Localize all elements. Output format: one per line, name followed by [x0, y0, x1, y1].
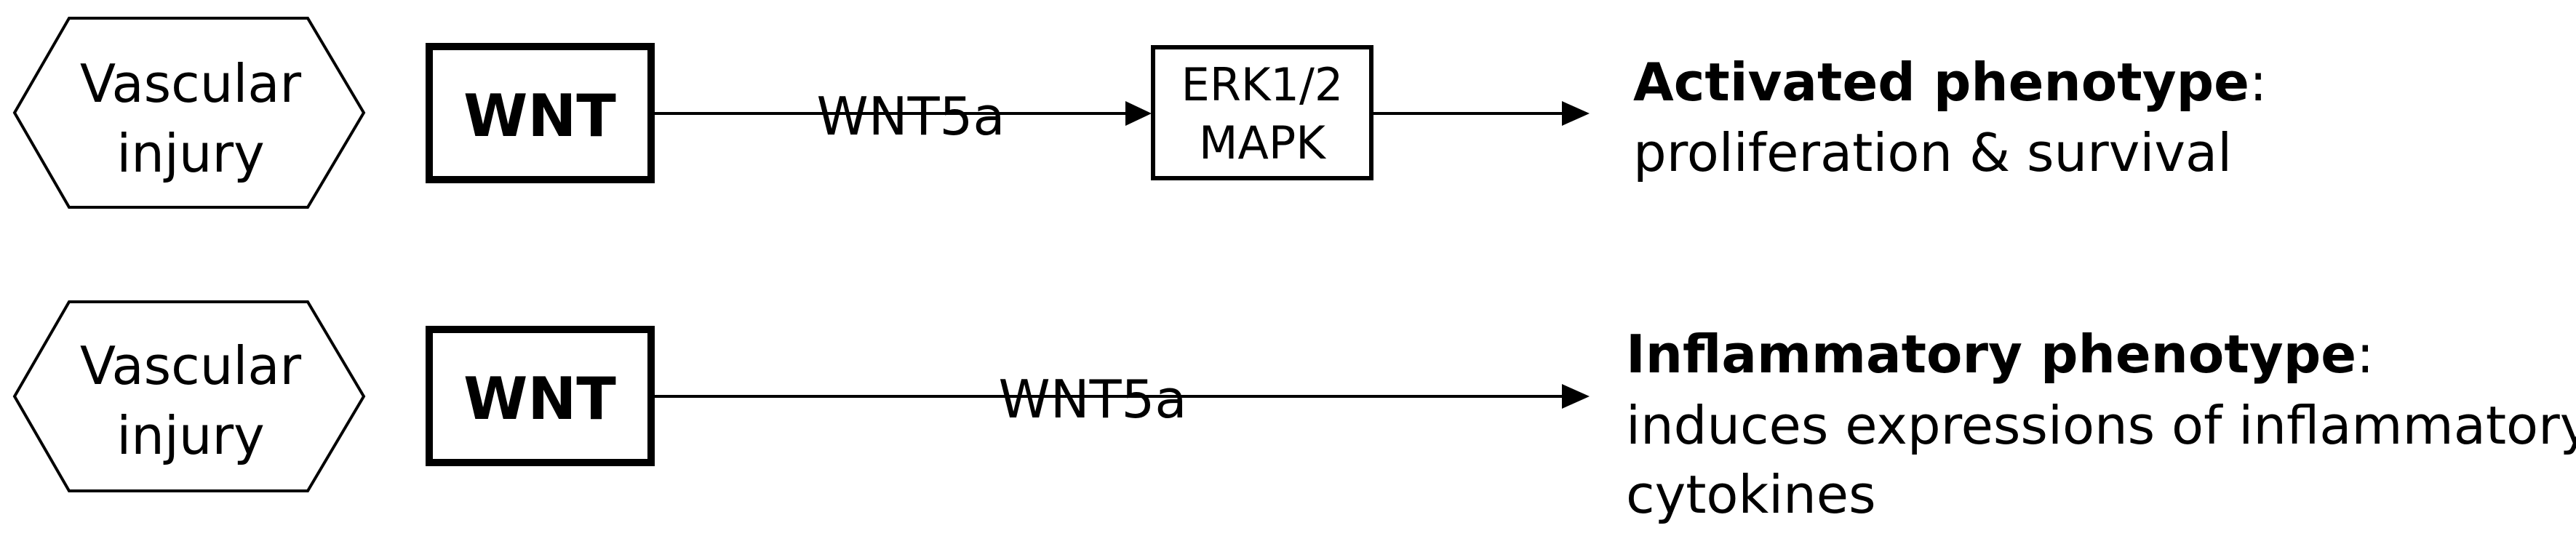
activated-phenotype-heading: Activated phenotype:: [1633, 52, 2267, 113]
erk-mapk-box: [1151, 45, 1373, 180]
phenotype-arrowhead: [1562, 384, 1590, 409]
wnt5a-edge-label: WNT5a: [817, 86, 1005, 147]
inflammatory-phenotype-description-line2: cytokines: [1626, 464, 1876, 525]
wnt-label: WNT: [463, 82, 616, 150]
activated-phenotype-colon: :: [2249, 52, 2267, 113]
wnt-box: [426, 43, 655, 183]
vascular-injury-label-line2: injury: [116, 123, 264, 184]
inflammatory-phenotype-heading: Inflammatory phenotype:: [1626, 324, 2374, 385]
vascular-injury-label-line2: injury: [116, 405, 264, 466]
row-inflammatory: Vascular injury WNT WNT5a Inflammatory p…: [12, 300, 2576, 525]
inflammatory-phenotype-description-line1: induces expressions of inflammatory: [1626, 395, 2576, 456]
inflammatory-phenotype-colon: :: [2356, 324, 2374, 385]
wnt-label: WNT: [463, 365, 616, 433]
vascular-injury-label-line1: Vascular: [80, 53, 302, 114]
phenotype-arrowhead: [1562, 101, 1590, 126]
activated-phenotype-title: Activated phenotype: [1633, 52, 2249, 113]
erk-arrowhead: [1125, 101, 1152, 126]
inflammatory-phenotype-title: Inflammatory phenotype: [1626, 324, 2356, 385]
vascular-injury-hexagon: [12, 300, 366, 492]
activated-phenotype-description: proliferation & survival: [1633, 122, 2232, 183]
wnt5a-edge-label: WNT5a: [999, 369, 1187, 430]
vascular-injury-label-line1: Vascular: [80, 335, 302, 396]
vascular-injury-hexagon: [12, 17, 366, 209]
mapk-label: MAPK: [1199, 116, 1326, 169]
erk-label: ERK1/2: [1181, 58, 1344, 111]
wnt-box: [426, 326, 655, 466]
row-activated: Vascular injury WNT WNT5a ERK1/2 MAPK Ac…: [12, 17, 2267, 209]
